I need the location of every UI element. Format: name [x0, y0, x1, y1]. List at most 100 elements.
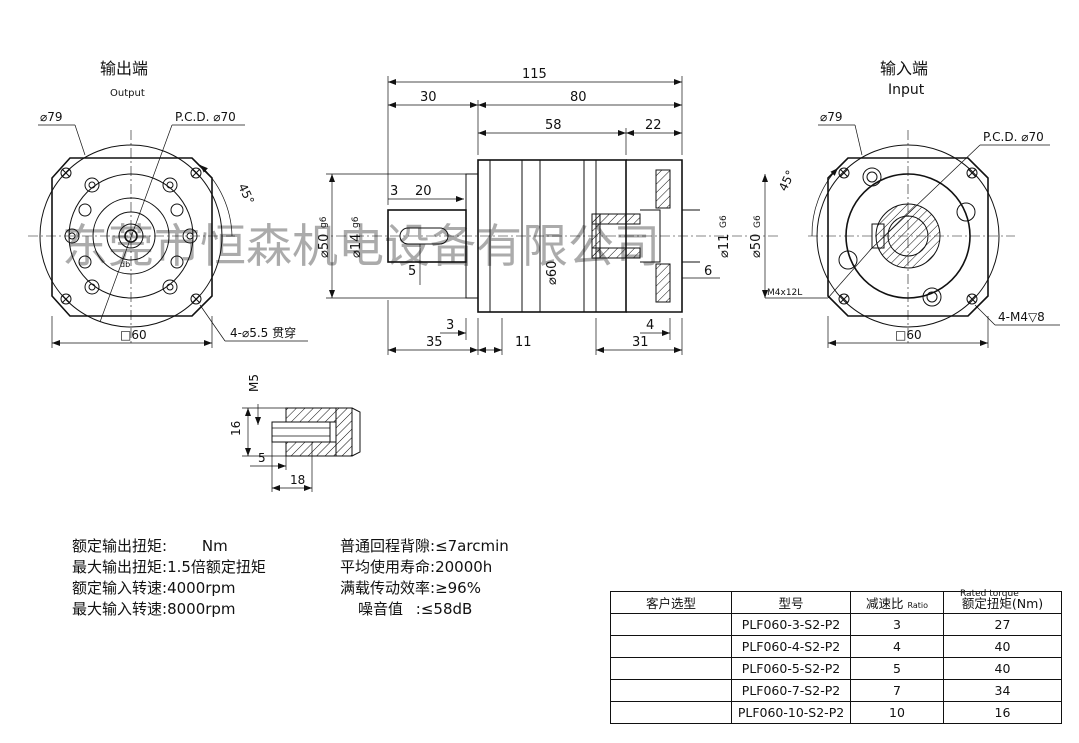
- output-square-label: □60: [120, 328, 147, 342]
- model-table: 客户选型 型号 减速比 Ratio 额定扭矩(Nm) PLF060-3-S2-P…: [610, 591, 1062, 724]
- dim-31: 31: [632, 335, 649, 350]
- spec-label: 最大输入转速:: [72, 600, 168, 618]
- spec-label: 额定输出扭矩:: [72, 537, 168, 555]
- dim-G6b: G6: [753, 215, 763, 228]
- spec-value: 8000rpm: [167, 600, 236, 618]
- spec-value: ≤7arcmin: [435, 537, 509, 555]
- dim-11: 11: [515, 335, 532, 350]
- spec-label: 额定输入转速:: [72, 579, 168, 597]
- input-square-label: □60: [895, 328, 922, 342]
- cell-torque: 40: [943, 657, 1062, 680]
- spec-value: 4000rpm: [167, 579, 236, 597]
- specs-left: 额定输出扭矩: Nm 最大输出扭矩:1.5倍额定扭矩 额定输入转速:4000rp…: [72, 536, 266, 620]
- output-title: 输出端: [100, 59, 148, 78]
- dim-phi60: ⌀60: [545, 261, 560, 285]
- dim-115: 115: [522, 67, 547, 82]
- table-row: PLF060-10-S2-P2 10 16: [610, 701, 1062, 724]
- input-title: 输入端: [880, 59, 928, 78]
- cell-model: PLF060-3-S2-P2: [731, 613, 851, 636]
- dim-22: 22: [645, 118, 662, 133]
- spec-label: 平均使用寿命:: [340, 558, 436, 576]
- output-angle-label: 45°: [235, 181, 257, 206]
- col-model: 型号: [731, 591, 851, 614]
- cell-customer: [610, 613, 732, 636]
- cell-ratio: 7: [850, 679, 944, 702]
- col-ratio: 减速比 Ratio: [850, 591, 944, 614]
- cell-customer: [610, 657, 732, 680]
- cell-ratio: 5: [850, 657, 944, 680]
- input-subtitle: Input: [888, 82, 925, 98]
- spec-label: 噪音值: [358, 600, 404, 618]
- input-dia-label: ⌀79: [820, 110, 843, 124]
- output-holes-label: 4-⌀5.5 贯穿: [230, 325, 296, 340]
- spec-row: 最大输出扭矩:1.5倍额定扭矩: [72, 557, 266, 578]
- dim-g6b: g6: [351, 216, 361, 228]
- output-view: 输出端 Output ⌀79: [28, 59, 308, 348]
- spec-value: 20000h: [435, 558, 493, 576]
- output-dia-label: ⌀79: [40, 110, 63, 124]
- cell-torque: 40: [943, 635, 1062, 658]
- input-angle-label: 45°: [776, 168, 798, 193]
- cell-ratio: 3: [850, 613, 944, 636]
- spec-row: 噪音值 :≤58dB: [340, 599, 509, 620]
- col-ratio-cn: 减速比: [865, 596, 904, 611]
- dim-phi11: ⌀11: [717, 234, 732, 258]
- table-row: PLF060-7-S2-P2 7 34: [610, 679, 1062, 702]
- dim-3a: 3: [390, 184, 398, 199]
- dim-5: 5: [408, 264, 416, 279]
- cell-ratio: 4: [850, 635, 944, 658]
- table-header-row: 客户选型 型号 减速比 Ratio 额定扭矩(Nm): [610, 591, 1062, 614]
- input-screw-label: M4x12L: [767, 288, 802, 298]
- spec-row: 普通回程背隙:≤7arcmin: [340, 536, 509, 557]
- input-holes-label: 4-M4▽8: [998, 310, 1045, 324]
- watermark: 东莞市恒森机电设备有限公司: [62, 219, 660, 273]
- spec-row: 最大输入转速:8000rpm: [72, 599, 266, 620]
- table-row: PLF060-3-S2-P2 3 27: [610, 613, 1062, 636]
- detail-18: 18: [290, 473, 305, 487]
- col-torque: 额定扭矩(Nm): [943, 591, 1062, 614]
- spec-label: 普通回程背隙:: [340, 537, 436, 555]
- dim-30: 30: [420, 90, 437, 105]
- dim-35: 35: [426, 335, 443, 350]
- detail-view: M5 16 5 18: [229, 374, 361, 492]
- specs-right: 普通回程背隙:≤7arcmin 平均使用寿命:20000h 满载传动效率:≥96…: [340, 536, 509, 620]
- cell-torque: 34: [943, 679, 1062, 702]
- input-pcd-label: P.C.D. ⌀70: [983, 130, 1044, 144]
- spec-label: 最大输出扭矩:: [72, 558, 168, 576]
- spec-row: 平均使用寿命:20000h: [340, 557, 509, 578]
- detail-16: 16: [229, 421, 243, 436]
- dim-80: 80: [570, 90, 587, 105]
- dim-3b: 3: [446, 318, 454, 333]
- col-ratio-en: Ratio: [907, 601, 929, 610]
- col-customer: 客户选型: [610, 591, 732, 614]
- dim-58: 58: [545, 118, 562, 133]
- side-view: 115 30 80 58 22 3 20 5 ⌀50 g6 ⌀14 g6 ⌀60…: [317, 67, 780, 355]
- output-small-label: db: [120, 260, 130, 269]
- detail-m5: M5: [247, 374, 261, 392]
- cell-customer: [610, 701, 732, 724]
- spec-row: 额定输出扭矩: Nm: [72, 536, 266, 557]
- cell-torque: 16: [943, 701, 1062, 724]
- table-row: PLF060-4-S2-P2 4 40: [610, 635, 1062, 658]
- dim-phi14: ⌀14: [349, 234, 364, 258]
- cell-customer: [610, 635, 732, 658]
- spec-value: ≥96%: [435, 579, 481, 597]
- dim-phi50a: ⌀50: [317, 234, 332, 258]
- spec-value: Nm: [201, 537, 228, 555]
- dim-G6a: G6: [719, 215, 729, 228]
- detail-5: 5: [258, 451, 266, 465]
- spec-row: 额定输入转速:4000rpm: [72, 578, 266, 599]
- spec-label: 满载传动效率:: [340, 579, 436, 597]
- cell-model: PLF060-4-S2-P2: [731, 635, 851, 658]
- output-subtitle: Output: [110, 88, 145, 99]
- input-view: 输入端 Input ⌀79 P.C.D. ⌀70 45° M4x12L: [765, 59, 1060, 348]
- output-pcd-label: P.C.D. ⌀70: [175, 110, 236, 124]
- dim-20: 20: [415, 184, 432, 199]
- cell-model: PLF060-7-S2-P2: [731, 679, 851, 702]
- cell-ratio: 10: [850, 701, 944, 724]
- dim-g6a: g6: [319, 216, 329, 228]
- spec-row: 满载传动效率:≥96%: [340, 578, 509, 599]
- cell-customer: [610, 679, 732, 702]
- dim-4: 4: [646, 318, 654, 333]
- cell-model: PLF060-5-S2-P2: [731, 657, 851, 680]
